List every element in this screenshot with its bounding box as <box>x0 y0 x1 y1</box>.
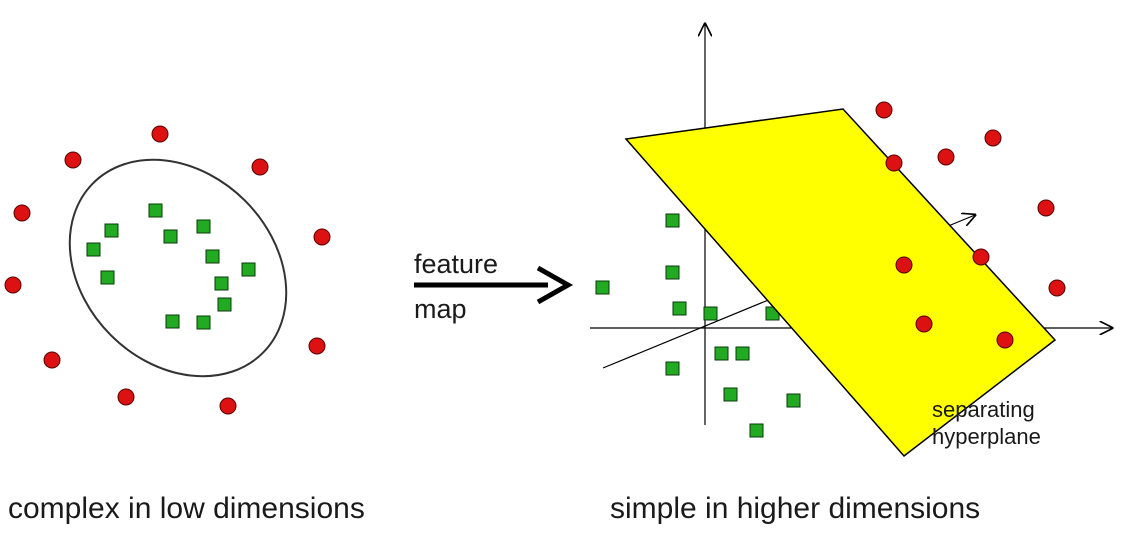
red-point <box>996 331 1014 349</box>
feature-map-arrow <box>414 265 574 305</box>
feature-map-label-line1: feature <box>414 249 499 279</box>
green-point <box>714 346 729 361</box>
green-point <box>86 242 101 257</box>
green-point <box>241 262 256 277</box>
hyperplane-label-line2: hyperplane <box>932 424 1041 449</box>
red-point <box>972 248 990 266</box>
green-point <box>100 270 115 285</box>
decision-boundary-ellipse <box>68 158 288 378</box>
arrow-head <box>536 265 574 305</box>
red-point <box>219 397 237 415</box>
green-point <box>749 423 764 438</box>
green-point <box>196 219 211 234</box>
right-red-points <box>885 129 1066 349</box>
right-panel <box>590 24 1112 458</box>
green-point <box>665 361 680 376</box>
green-point <box>165 314 180 329</box>
green-point <box>163 229 178 244</box>
green-point <box>217 297 232 312</box>
red-point <box>1048 279 1066 297</box>
green-point <box>214 276 229 291</box>
red-point <box>13 204 31 222</box>
green-point <box>665 213 680 228</box>
red-point <box>4 276 22 294</box>
red-point <box>875 101 893 119</box>
left-green-points <box>86 203 256 330</box>
red-point <box>915 315 933 333</box>
red-point <box>895 256 913 274</box>
red-point <box>885 154 903 172</box>
red-point <box>308 337 326 355</box>
feature-map-label-line2: map <box>414 294 467 324</box>
red-point <box>43 351 61 369</box>
red-point <box>64 151 82 169</box>
right-green-points <box>595 213 801 438</box>
green-point <box>735 346 750 361</box>
red-point <box>117 388 135 406</box>
low-dimension-caption: complex in low dimensions <box>8 492 365 525</box>
red-point <box>251 158 269 176</box>
left-red-points <box>4 125 331 415</box>
green-point <box>786 393 801 408</box>
red-point <box>151 125 169 143</box>
green-point <box>104 223 119 238</box>
red-point <box>313 228 331 246</box>
green-point <box>595 280 610 295</box>
green-point <box>672 301 687 316</box>
green-point <box>703 306 718 321</box>
high-dimension-caption: simple in higher dimensions <box>610 492 981 525</box>
hyperplane-label-line1: separating <box>932 397 1035 422</box>
green-point <box>196 315 211 330</box>
red-point <box>984 129 1002 147</box>
red-point <box>937 148 955 166</box>
green-point <box>665 265 680 280</box>
red-point <box>1037 199 1055 217</box>
green-point <box>205 249 220 264</box>
green-point <box>148 203 163 218</box>
left-panel <box>4 125 331 415</box>
green-point <box>723 387 738 402</box>
separating-hyperplane <box>624 108 1057 458</box>
